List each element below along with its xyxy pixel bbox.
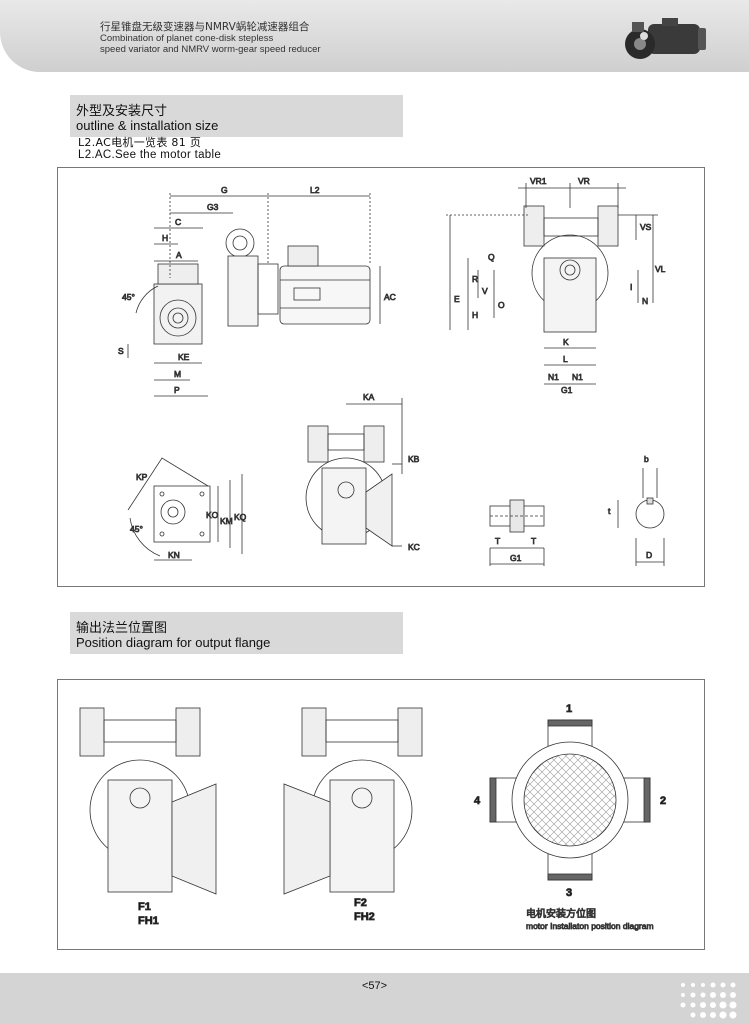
- dim-I: I: [630, 282, 632, 292]
- dim-KN: KN: [168, 550, 180, 560]
- header-title: 行星锥盘无级变速器与NMRV蜗轮减速器组合 Combination of pla…: [100, 21, 321, 56]
- position-diagram: F1 FH1 F2 FH2 1 2: [79, 703, 667, 931]
- shaft-view-drawing: [489, 499, 545, 566]
- front-view-drawing: [446, 183, 658, 385]
- dim-N1-right: N1: [572, 372, 583, 382]
- header-title-en-2: speed variator and NMRV worm-gear speed …: [100, 44, 321, 55]
- dim-S: S: [118, 346, 124, 356]
- dim-H-side: H: [162, 233, 168, 243]
- dim-KQ: KQ: [234, 512, 247, 522]
- dim-H-front: H: [472, 310, 478, 320]
- motor-caption-en: motor Installaton position diagram: [526, 921, 654, 931]
- dim-N: N: [642, 296, 648, 306]
- flange-view-drawing: [305, 398, 403, 547]
- dim-T-left: T: [495, 536, 500, 546]
- section2-title-zh: 输出法兰位置图: [76, 621, 168, 636]
- square-flange-drawing: [127, 457, 243, 561]
- dim-K: K: [563, 337, 569, 347]
- note-line-2: L2.AC.See the motor table: [78, 149, 222, 161]
- motor-caption-zh: 电机安装方位图: [526, 907, 596, 920]
- dim-VL: VL: [655, 264, 666, 274]
- section2-title-en: Position diagram for output flange: [76, 635, 271, 650]
- dim-D: D: [646, 550, 652, 560]
- dim-P: P: [174, 385, 180, 395]
- dim-b: b: [644, 454, 649, 464]
- dim-M: M: [174, 369, 181, 379]
- dim-G1-shaft: G1: [510, 553, 522, 563]
- section-title-en: outline & installation size: [76, 118, 219, 133]
- dim-45-flange: 45°: [130, 524, 143, 534]
- motor-position-diagram: [489, 719, 651, 881]
- label-FH2: FH2: [354, 911, 375, 923]
- position-4: 4: [474, 795, 481, 807]
- dim-V: V: [482, 286, 488, 296]
- dim-AC: AC: [384, 292, 396, 302]
- decorative-dots: [680, 982, 737, 1019]
- dim-E: E: [454, 294, 460, 304]
- dim-G3: G3: [207, 202, 219, 212]
- position-1: 1: [566, 703, 572, 715]
- note-line-1: L2.AC电机一览表 81 页: [78, 136, 202, 149]
- outline-drawing-panel: G G3 C H A L2 AC 45° S KE M P: [57, 167, 705, 587]
- side-view-drawing: [127, 193, 381, 397]
- page-footer: <57>: [0, 973, 749, 1023]
- section-title-outline: 外型及安装尺寸 outline & installation size: [70, 95, 403, 137]
- label-FH1: FH1: [138, 915, 159, 927]
- dim-45-side: 45°: [122, 292, 135, 302]
- dim-O: O: [498, 300, 505, 310]
- dim-G: G: [221, 185, 228, 195]
- dim-Q: Q: [488, 252, 495, 262]
- label-F1: F1: [138, 901, 151, 913]
- dim-L2: L2: [310, 185, 320, 195]
- flange-f2-drawing: [283, 707, 423, 895]
- dim-L: L: [563, 354, 568, 364]
- motor-table-note: L2.AC电机一览表 81 页 L2.AC.See the motor tabl…: [78, 136, 222, 162]
- header-title-en-1: Combination of planet cone-disk stepless: [100, 33, 274, 44]
- dim-C: C: [175, 217, 181, 227]
- position-diagram-panel: F1 FH1 F2 FH2 1 2: [57, 679, 705, 950]
- page-header: 行星锥盘无级变速器与NMRV蜗轮减速器组合 Combination of pla…: [0, 0, 749, 72]
- outline-drawing: G G3 C H A L2 AC 45° S KE M P: [118, 176, 666, 566]
- section-title-zh: 外型及安装尺寸: [76, 104, 168, 119]
- dim-KC: KC: [408, 542, 420, 552]
- dim-R: R: [472, 274, 478, 284]
- section-title-position: 输出法兰位置图 Position diagram for output flan…: [70, 612, 403, 654]
- page-number: <57>: [361, 980, 388, 992]
- dim-VR1: VR1: [530, 176, 547, 186]
- dim-KP: KP: [136, 472, 148, 482]
- dim-N1-left: N1: [548, 372, 559, 382]
- motor-thumbnail-icon: [625, 18, 706, 59]
- dim-T-right: T: [531, 536, 536, 546]
- dim-t: t: [608, 506, 611, 516]
- keyway-view-drawing: [617, 468, 665, 566]
- dim-A: A: [176, 250, 182, 260]
- flange-f1-drawing: [79, 707, 217, 895]
- header-title-zh: 行星锥盘无级变速器与NMRV蜗轮减速器组合: [100, 21, 310, 33]
- dim-KO: KO: [206, 510, 219, 520]
- dim-G1-front: G1: [561, 385, 573, 395]
- label-F2: F2: [354, 897, 367, 909]
- position-2: 2: [660, 795, 666, 807]
- dim-KM: KM: [220, 516, 233, 526]
- dim-VR: VR: [578, 176, 590, 186]
- dim-VS: VS: [640, 222, 652, 232]
- dim-KE: KE: [178, 352, 190, 362]
- position-3: 3: [566, 887, 572, 899]
- dim-KA: KA: [363, 392, 375, 402]
- dim-KB: KB: [408, 454, 420, 464]
